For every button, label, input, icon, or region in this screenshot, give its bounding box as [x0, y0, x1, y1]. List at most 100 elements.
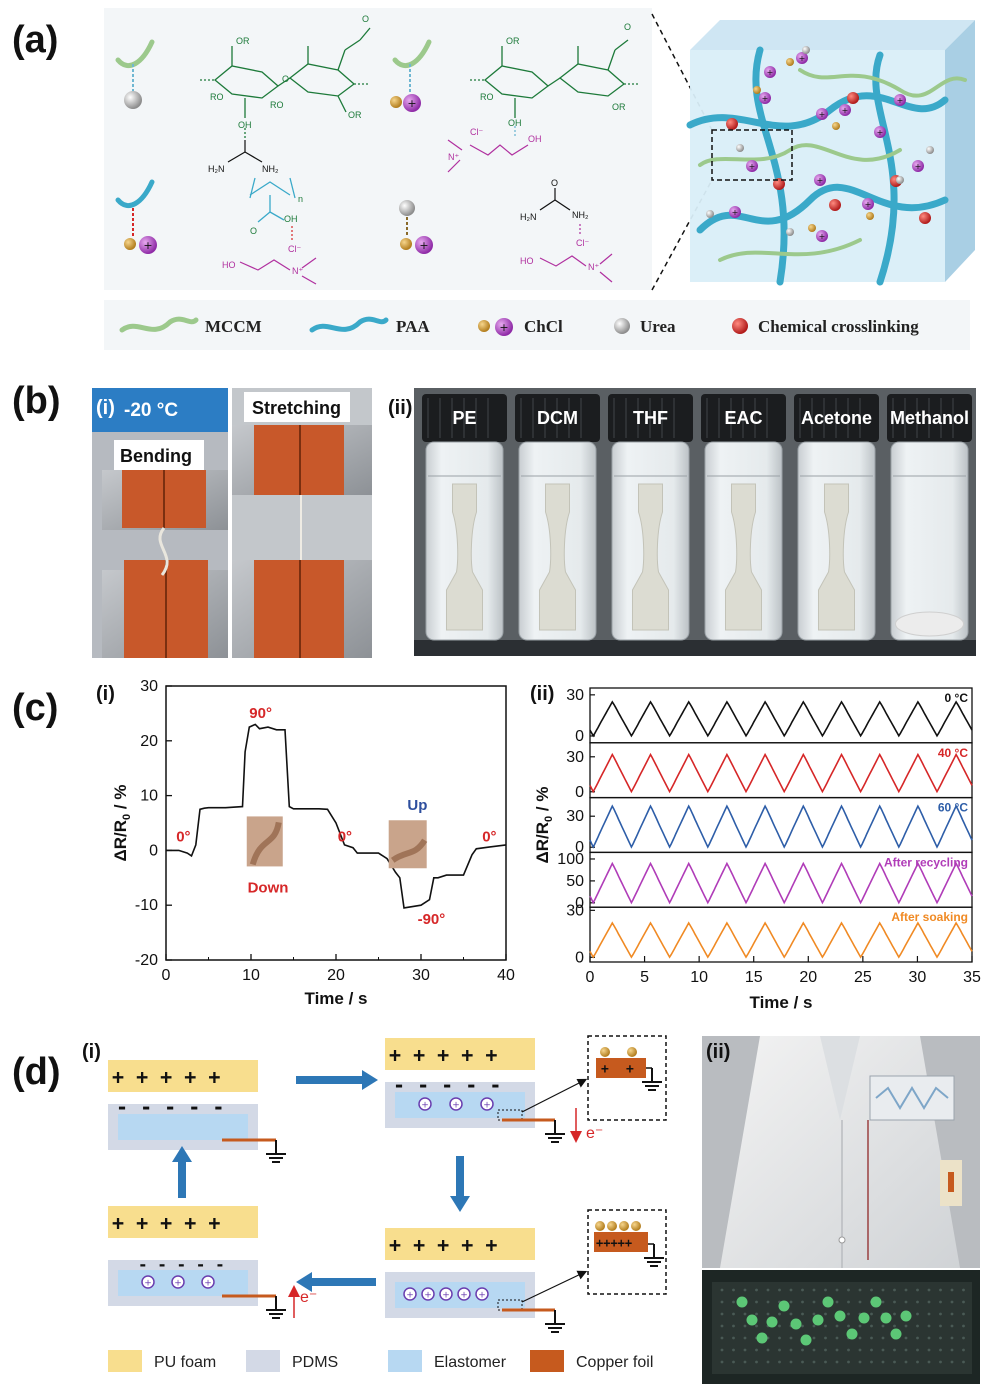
annotation-0deg: 0°: [338, 829, 352, 846]
dumbbell-sample: [632, 483, 669, 631]
panel-a-label: (a): [12, 19, 58, 61]
breadboard-hole: [893, 1360, 896, 1364]
breadboard-hole: [743, 1288, 747, 1292]
breadboard-hole: [962, 1336, 965, 1340]
green-led: [766, 1316, 778, 1328]
breadboard-hole: [881, 1288, 885, 1292]
dumbbell-sample: [539, 483, 576, 631]
green-led: [880, 1312, 892, 1324]
x-tick-label: 30: [412, 967, 430, 984]
breadboard-hole: [870, 1348, 873, 1352]
y-tick-label: -10: [135, 897, 158, 914]
breadboard-hole: [720, 1312, 724, 1316]
svg-text:OR: OR: [612, 102, 626, 112]
x-axis-title: Time / s: [750, 993, 813, 1012]
series-line: [166, 723, 507, 909]
breadboard-hole: [939, 1312, 942, 1316]
breadboard-hole: [950, 1360, 954, 1364]
breadboard-hole: [870, 1336, 873, 1340]
svg-text:e⁻: e⁻: [300, 1289, 317, 1306]
y-tick-label: 0: [575, 895, 584, 912]
urea-structure-1: H₂N NH₂: [208, 140, 279, 174]
breadboard-hole: [812, 1336, 816, 1340]
svg-text:N⁺: N⁺: [292, 266, 303, 276]
breadboard-hole: [755, 1348, 758, 1352]
breadboard-hole: [950, 1348, 954, 1352]
breadboard-hole: [755, 1288, 758, 1292]
breadboard-hole: [847, 1288, 850, 1292]
breadboard-hole: [835, 1348, 839, 1352]
breadboard-hole: [916, 1288, 919, 1292]
legend-elastomer: Elastomer: [434, 1354, 507, 1371]
breadboard-hole: [720, 1300, 724, 1304]
x-tick-label: 20: [327, 967, 345, 984]
breadboard-hole: [835, 1300, 839, 1304]
breadboard-hole: [835, 1324, 839, 1328]
breadboard-hole: [904, 1336, 908, 1340]
breadboard-hole: [847, 1360, 850, 1364]
green-led: [778, 1300, 790, 1312]
breadboard-hole: [801, 1288, 804, 1292]
breadboard-hole: [732, 1348, 735, 1352]
breadboard-hole: [778, 1336, 781, 1340]
svg-text:O: O: [624, 22, 631, 32]
breadboard-hole: [824, 1324, 827, 1328]
y-tick-label: 30: [140, 678, 158, 695]
dumbbell-sample: [446, 483, 483, 631]
breadboard-hole: [720, 1324, 724, 1328]
svg-text:H₂N: H₂N: [520, 212, 537, 222]
breadboard-hole: [927, 1360, 931, 1364]
svg-text:- - - - -: - - - - -: [116, 1095, 224, 1119]
collapsed-sample: [895, 611, 964, 637]
breadboard-hole: [870, 1324, 873, 1328]
breadboard-hole: [824, 1360, 827, 1364]
legend-pu-foam: PU foam: [154, 1354, 216, 1371]
svg-text:O: O: [362, 14, 369, 24]
y-tick-label: 0: [575, 839, 584, 856]
teng-stage-2: + + + + + - - - - - + + e⁻: [385, 1035, 667, 1143]
svg-text:+: +: [601, 1062, 609, 1077]
breadboard-hole: [778, 1288, 781, 1292]
breadboard-hole: [881, 1348, 885, 1352]
vial-label: Acetone: [801, 408, 872, 428]
svg-text:OH: OH: [508, 118, 522, 128]
breadboard-hole: [789, 1336, 793, 1340]
mccm-urea-pair: [115, 39, 155, 109]
svg-text:N⁺: N⁺: [588, 262, 599, 272]
annotation-90deg: 90°: [249, 705, 272, 722]
svg-text:Cl⁻: Cl⁻: [576, 238, 589, 248]
series-line: [589, 700, 973, 738]
x-tick-label: 25: [854, 969, 872, 986]
cellulose-structure-2: [470, 39, 638, 138]
breadboard-hole: [950, 1336, 954, 1340]
breadboard-hole: [858, 1300, 862, 1304]
breadboard-hole: [766, 1312, 770, 1316]
breadboard-hole: [962, 1288, 965, 1292]
paa-chcl-pair: [115, 179, 157, 254]
breadboard-hole: [812, 1288, 816, 1292]
green-led: [846, 1328, 858, 1340]
panel-a: (a) OR RO OH O: [12, 8, 975, 350]
x-tick-label: 35: [963, 969, 981, 986]
svg-text:HO: HO: [222, 260, 236, 270]
y-tick-label: -20: [135, 952, 158, 969]
breadboard-hole: [755, 1360, 758, 1364]
x-tick-label: 20: [799, 969, 817, 986]
b-ii-label: (ii): [388, 397, 412, 419]
green-led: [900, 1310, 912, 1322]
breadboard-hole: [789, 1312, 793, 1316]
stretching-label: Stretching: [252, 398, 341, 418]
series-label: 40 °C: [938, 746, 968, 760]
svg-text:OR: OR: [506, 36, 520, 46]
series-label: After recycling: [884, 855, 968, 869]
breadboard-hole: [766, 1348, 770, 1352]
legend-crosslink: Chemical crosslinking: [758, 317, 919, 336]
svg-text:+ + + + +: + + + + +: [389, 1043, 497, 1067]
x-tick-label: 10: [242, 967, 260, 984]
breadboard-hole: [824, 1348, 827, 1352]
y-tick-label: 0: [575, 728, 584, 745]
breadboard-hole: [743, 1360, 747, 1364]
x-tick-label: 5: [640, 969, 649, 986]
